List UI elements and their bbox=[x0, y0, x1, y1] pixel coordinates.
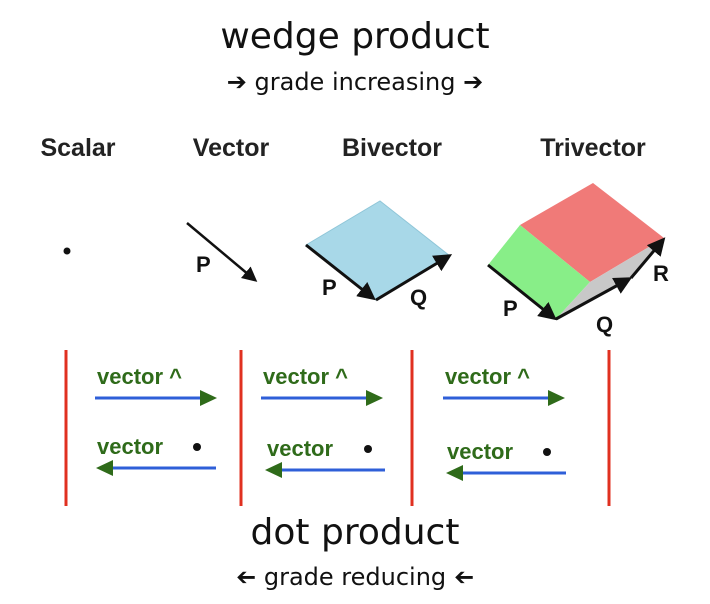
dot-operator-label: vector bbox=[97, 434, 163, 459]
grade-reducing-subtitle: ➔ grade reducing ➔ bbox=[0, 563, 710, 591]
trivector-p-edge bbox=[487, 263, 557, 321]
dot-operator-1: vector bbox=[96, 434, 216, 476]
dot-operator-3: vector bbox=[446, 439, 566, 481]
scalar-dot bbox=[63, 247, 71, 255]
right-arrow-icon: ➔ bbox=[463, 68, 484, 96]
wedge-operator-label: vector ^ bbox=[445, 364, 530, 389]
grade-label-vector: Vector bbox=[192, 134, 270, 162]
dot-operator-2: vector bbox=[265, 436, 385, 478]
wedge-arrowhead bbox=[548, 390, 565, 406]
trivector-top-face bbox=[520, 183, 664, 282]
wedge-product-title: wedge product bbox=[220, 16, 490, 57]
trivector-q-edge bbox=[555, 277, 633, 321]
vector-p-arrow bbox=[186, 222, 258, 282]
dot-symbol-icon bbox=[543, 448, 551, 456]
dot-operator-label: vector bbox=[267, 436, 333, 461]
dot-arrowhead bbox=[446, 465, 463, 481]
bivector-p-label: P bbox=[322, 275, 337, 300]
grade-label-bivector: Bivector bbox=[341, 134, 443, 162]
wedge-operator-label: vector ^ bbox=[97, 364, 182, 389]
trivector-r-label: R bbox=[653, 261, 669, 286]
wedge-arrowhead bbox=[366, 390, 383, 406]
left-arrow-icon: ➔ bbox=[453, 563, 474, 591]
trivector-q-label: Q bbox=[596, 312, 613, 337]
bivector-p-edge bbox=[305, 243, 376, 301]
dot-arrowhead bbox=[96, 460, 113, 476]
grade-reducing-text: grade reducing bbox=[263, 563, 447, 591]
grade-label-scalar: Scalar bbox=[40, 134, 116, 162]
bivector-q-label: Q bbox=[410, 285, 427, 310]
trivector-right-face bbox=[556, 238, 664, 319]
grade-label-trivector: Trivector bbox=[540, 134, 646, 162]
grade-increasing-subtitle: ➔ grade increasing ➔ bbox=[0, 68, 710, 96]
grade-increasing-text: grade increasing bbox=[254, 68, 456, 96]
wedge-operator-label: vector ^ bbox=[263, 364, 348, 389]
left-arrow-icon: ➔ bbox=[236, 563, 257, 591]
dot-arrowhead bbox=[265, 462, 282, 478]
dot-operator-label: vector bbox=[447, 439, 513, 464]
dot-symbol-icon bbox=[364, 445, 372, 453]
wedge-arrowhead bbox=[200, 390, 217, 406]
trivector-left-face bbox=[488, 225, 590, 319]
right-arrow-icon: ➔ bbox=[226, 68, 247, 96]
dot-product-title: dot product bbox=[250, 512, 460, 553]
dot-symbol-icon bbox=[193, 443, 201, 451]
bivector-q-edge bbox=[375, 254, 453, 302]
trivector-r-edge bbox=[629, 237, 666, 279]
trivector-p-label: P bbox=[503, 296, 518, 321]
wedge-operator-1: vector ^ bbox=[95, 364, 217, 406]
vector-p-label: P bbox=[196, 252, 211, 277]
wedge-operator-2: vector ^ bbox=[261, 364, 383, 406]
wedge-operator-3: vector ^ bbox=[443, 364, 565, 406]
